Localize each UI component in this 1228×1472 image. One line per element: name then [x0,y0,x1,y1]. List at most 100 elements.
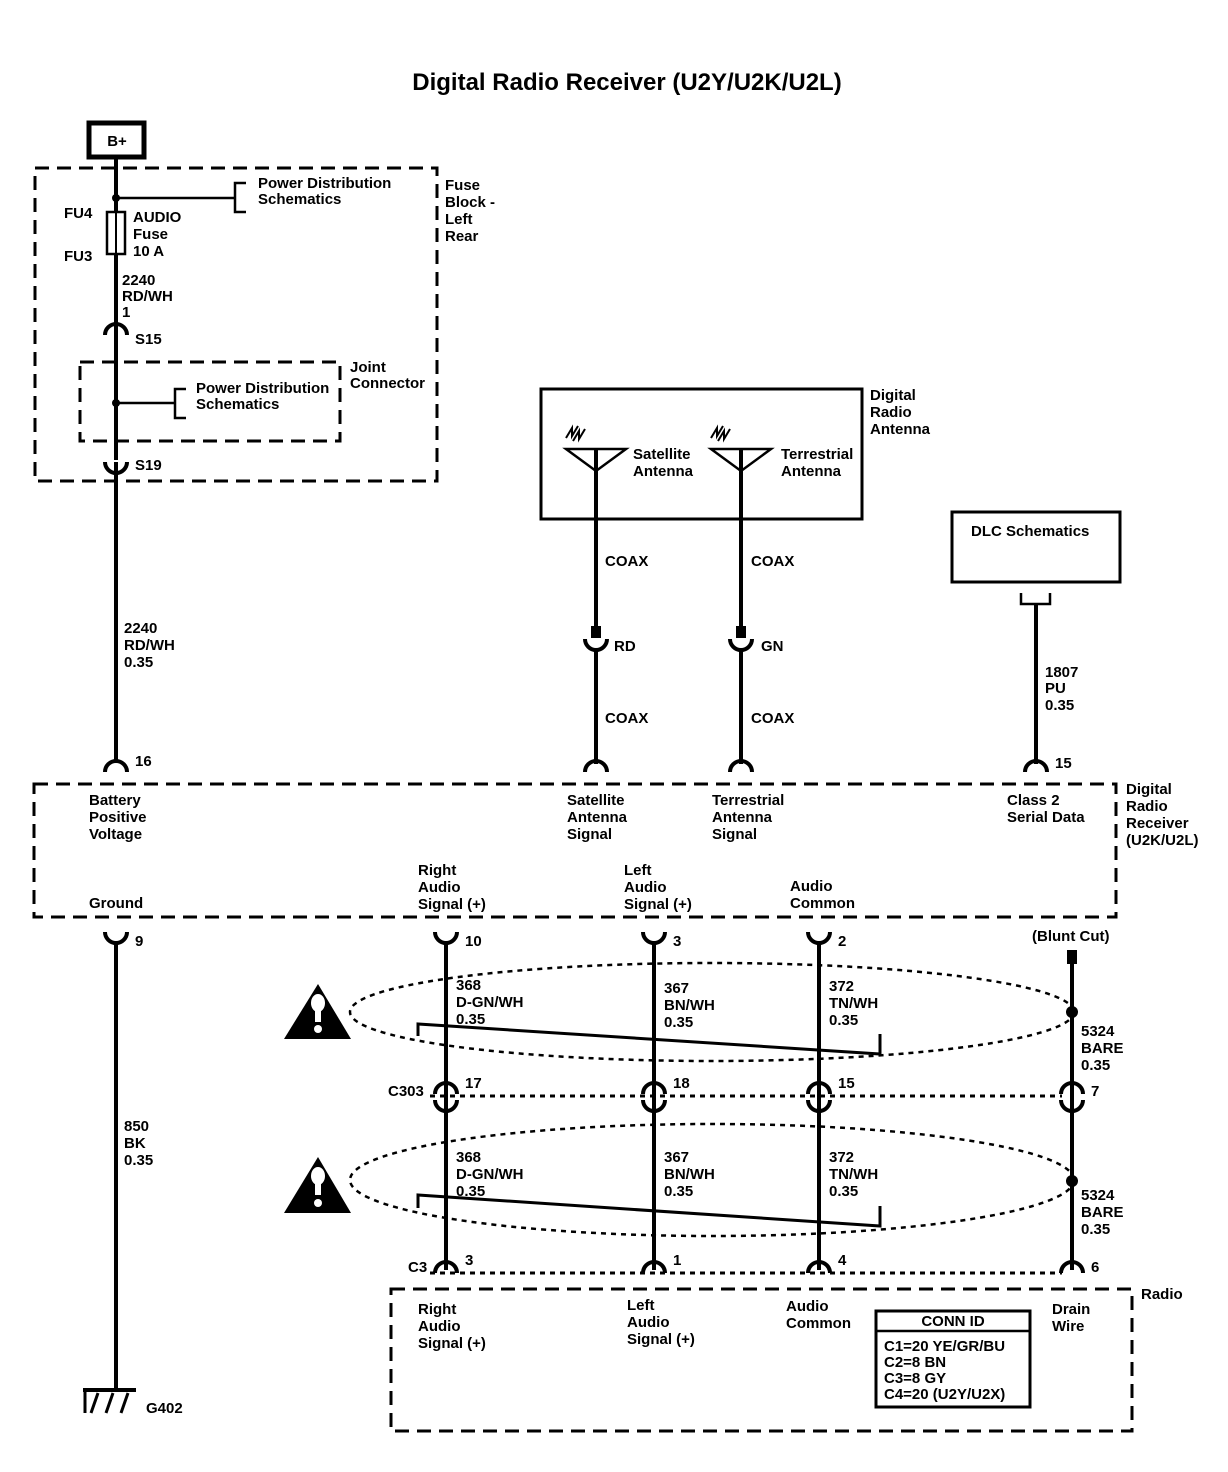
ground-symbol-icon [83,1388,136,1414]
svg-text:Audio: Audio [418,879,461,896]
wire-367-lower-label: 367 BN/WH 0.35 [664,1149,715,1200]
c303-pin-drain-lower [1059,1099,1085,1113]
blunt-cut-label: (Blunt Cut) [1032,928,1109,945]
power-dist-bracket [233,181,246,214]
c3-pin-right [433,1260,459,1274]
svg-text:0.35: 0.35 [124,1152,153,1169]
svg-text:Antenna: Antenna [633,463,694,480]
satellite-receiver-connector [583,759,609,773]
svg-text:0.35: 0.35 [664,1014,693,1031]
svg-text:5324: 5324 [1081,1023,1115,1040]
radio-drain-wire-label: Drain Wire [1052,1301,1090,1335]
fu3-label: FU3 [64,248,92,265]
satellite-coax-label-lower: COAX [605,710,648,727]
diagram-title: Digital Radio Receiver (U2Y/U2K/U2L) [412,69,841,96]
blunt-cut-end [1067,950,1077,964]
svg-text:Left: Left [445,211,473,228]
svg-text:0.35: 0.35 [456,1183,485,1200]
c303-pin-left [641,1081,667,1095]
radio-outline [389,1287,1134,1433]
c3-pin-4: 4 [838,1252,847,1269]
svg-text:Radio: Radio [870,404,912,421]
c303-pin-7: 7 [1091,1083,1099,1100]
pin-2-label: 2 [838,933,846,950]
svg-text:Power Distribution: Power Distribution [258,175,391,192]
dlc-schematics-label: DLC Schematics [971,523,1089,540]
wire-367-upper-label: 367 BN/WH 0.35 [664,980,715,1031]
svg-text:Schematics: Schematics [258,191,341,208]
right-audio-pin-connector [433,931,459,945]
satellite-coax-label-upper: COAX [605,553,648,570]
svg-text:Fuse: Fuse [133,226,168,243]
svg-text:0.35: 0.35 [664,1183,693,1200]
svg-text:BARE: BARE [1081,1040,1124,1057]
audio-common-pin-connector [806,931,832,945]
class2-serial-label: Class 2 Serial Data [1007,792,1085,826]
c303-pin-common [806,1081,832,1095]
svg-text:Power Distribution: Power Distribution [196,380,329,397]
s19-label: S19 [135,457,162,474]
svg-text:PU: PU [1045,680,1066,697]
conn-id-row: C3=8 GY [884,1370,946,1387]
svg-text:Terrestrial: Terrestrial [712,792,784,809]
c303-label: C303 [388,1083,424,1100]
svg-text:Satellite: Satellite [633,446,691,463]
c303-pin-right [433,1081,459,1095]
c3-pin-6: 6 [1091,1259,1099,1276]
s15-connector [103,322,129,336]
svg-text:D-GN/WH: D-GN/WH [456,994,524,1011]
svg-text:372: 372 [829,1149,854,1166]
c303-pin-drain [1059,1081,1085,1095]
svg-text:Radio: Radio [1126,798,1168,815]
svg-text:Signal: Signal [712,826,757,843]
svg-text:BK: BK [124,1135,146,1152]
svg-text:0.35: 0.35 [1045,697,1074,714]
digital-radio-antenna-box [539,387,864,521]
svg-text:Rear: Rear [445,228,479,245]
svg-text:TN/WH: TN/WH [829,1166,878,1183]
c303-pin-common-lower [806,1099,832,1113]
joint-connector-label: Joint Connector [350,359,425,392]
joint-bracket [173,387,186,420]
wire-372-lower-label: 372 TN/WH 0.35 [829,1149,878,1200]
svg-text:BN/WH: BN/WH [664,997,715,1014]
svg-text:Antenna: Antenna [712,809,773,826]
svg-text:Right: Right [418,862,456,879]
pin-10-label: 10 [465,933,482,950]
digital-radio-receiver-label: Digital Radio Receiver (U2K/U2L) [1126,781,1199,849]
svg-text:Joint: Joint [350,359,386,376]
svg-text:Signal (+): Signal (+) [418,1335,486,1352]
fuse-block-outline [33,166,439,483]
svg-text:367: 367 [664,1149,689,1166]
svg-text:AUDIO: AUDIO [133,209,182,226]
svg-text:368: 368 [456,977,481,994]
svg-text:Schematics: Schematics [196,396,279,413]
terrestrial-connector-pin [736,626,746,638]
svg-text:1: 1 [122,304,130,321]
wire-368-lower-label: 368 D-GN/WH 0.35 [456,1149,524,1200]
caution-icon-lower [284,1157,351,1213]
svg-text:Block -: Block - [445,194,495,211]
left-audio-label: Left Audio Signal (+) [624,862,692,913]
terrestrial-coax-label-upper: COAX [751,553,794,570]
svg-text:Right: Right [418,1301,456,1318]
svg-text:(U2K/U2L): (U2K/U2L) [1126,832,1199,849]
svg-text:Antenna: Antenna [870,421,931,438]
gn-label: GN [761,638,784,655]
joint-connector-outline [78,360,342,443]
dlc-schematics-box [950,510,1122,584]
svg-text:Serial Data: Serial Data [1007,809,1085,826]
wire-2240-label: 2240 RD/WH 0.35 [124,620,175,671]
pin-15-label: 15 [1055,755,1072,772]
c303-pin-right-lower [433,1099,459,1113]
svg-text:Voltage: Voltage [89,826,142,843]
right-audio-label: Right Audio Signal (+) [418,862,486,913]
terrestrial-receiver-connector [728,759,754,773]
radio-right-audio-label: Right Audio Signal (+) [418,1301,486,1352]
svg-text:1807: 1807 [1045,664,1078,681]
ground-label: Ground [89,895,143,912]
svg-text:Audio: Audio [418,1318,461,1335]
c3-pin-3: 3 [465,1252,473,1269]
svg-text:Fuse: Fuse [445,177,480,194]
svg-text:BN/WH: BN/WH [664,1166,715,1183]
